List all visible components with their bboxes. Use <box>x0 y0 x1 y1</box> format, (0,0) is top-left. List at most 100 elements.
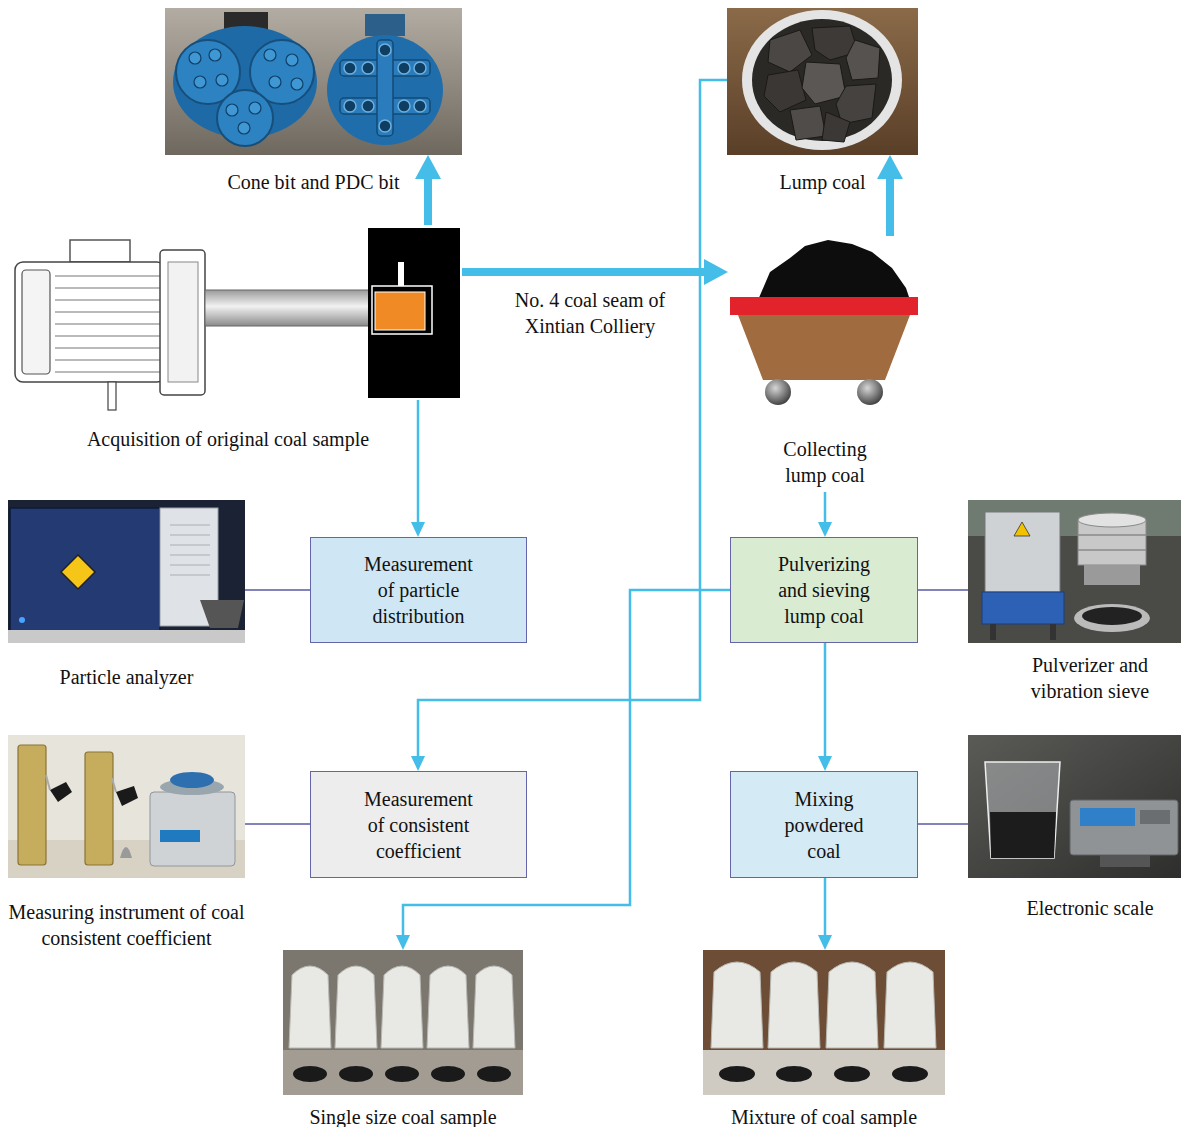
drilling-machine <box>55 275 160 276</box>
single-size-sample-photo <box>283 950 523 1095</box>
particle-analyzer-photo <box>170 574 210 575</box>
drill-bit-photo <box>217 90 273 146</box>
pulverizer-photo <box>990 624 996 640</box>
single-size-sample-photo <box>293 1066 511 1082</box>
photo-caption: Pulverizer and vibration sieve <box>1015 652 1165 704</box>
single-size-sample-photo <box>477 1066 511 1082</box>
drill-bit-photo <box>194 76 206 88</box>
measuring-instrument-photo <box>112 778 116 792</box>
single-size-sample-photo <box>381 966 423 1048</box>
drilling-machine <box>55 299 160 300</box>
lump-coal-photo <box>727 8 918 155</box>
box-label: Measurement of consistent coefficient <box>359 786 479 864</box>
coal-cart <box>738 315 910 380</box>
box-label: Mixing powdered coal <box>774 786 874 864</box>
flow-arrow <box>411 400 425 537</box>
electronic-scale-photo <box>1140 810 1170 824</box>
drill-bit-photo <box>377 40 393 136</box>
drilling-machine <box>22 270 50 374</box>
particle-analyzer-photo <box>170 534 210 535</box>
mixture-sample-photo <box>776 1066 812 1082</box>
drill-bit-photo <box>398 100 410 112</box>
lump-coal-photo <box>727 8 918 155</box>
arrow-head <box>415 155 441 179</box>
arrow-head <box>704 259 728 285</box>
photo-caption: Single size coal sample <box>283 1104 523 1127</box>
single-size-sample-photo <box>289 966 515 1048</box>
electronic-scale-photo <box>1100 855 1150 867</box>
single-size-sample-photo <box>293 1066 327 1082</box>
arrow-head <box>877 155 903 179</box>
drill-bit-photo <box>379 44 391 56</box>
connector-line <box>886 177 894 236</box>
electronic-scale-photo <box>968 735 1181 878</box>
pulverizer-photo <box>1074 604 1150 632</box>
process-box: Measurement of particle distribution <box>310 537 527 643</box>
mixture-sample-photo <box>719 1066 755 1082</box>
pulverizer-photo <box>968 500 1181 643</box>
drilling-machine <box>15 262 165 382</box>
mixture-sample-photo <box>884 962 936 1048</box>
lump-coal-photo <box>846 40 880 80</box>
mixture-sample-photo <box>719 1066 928 1082</box>
drill-bit-photo <box>291 78 303 90</box>
particle-analyzer-photo <box>8 500 245 643</box>
arrow-head <box>411 522 425 537</box>
process-box: Mixing powdered coal <box>730 771 918 878</box>
photo-caption: Lump coal <box>727 169 918 195</box>
connector-line <box>424 177 432 225</box>
particle-analyzer-photo <box>61 555 95 589</box>
photo-caption: Acquisition of original coal sample <box>8 426 448 452</box>
drilling-machine <box>168 262 198 382</box>
electronic-scale-photo <box>968 735 1181 878</box>
pulverizer-photo <box>1078 549 1146 551</box>
lump-coal-photo <box>822 112 850 142</box>
drilling-machine <box>108 382 116 410</box>
particle-analyzer-photo <box>19 617 25 623</box>
photo-panel: Measuring instrument of coal consistent … <box>8 735 245 878</box>
flow-arrow <box>818 492 832 537</box>
drill-bit-photo <box>165 8 462 155</box>
connector-line <box>918 823 968 825</box>
lump-coal-photo <box>764 70 806 112</box>
photo-panel: Pulverizer and vibration sieve <box>968 500 1181 643</box>
coal-cart <box>765 379 791 405</box>
drilling-machine <box>55 347 160 348</box>
drill-bit-photo <box>398 62 410 74</box>
connector-line <box>918 589 968 591</box>
drilling-machine <box>55 287 160 288</box>
particle-analyzer-photo <box>170 554 210 555</box>
drilling-machine <box>55 335 160 336</box>
single-size-sample-photo <box>427 966 469 1048</box>
measuring-instrument-photo <box>85 752 113 865</box>
photo-panel: Electronic scale <box>968 735 1181 878</box>
drilling-machine <box>70 240 130 262</box>
drill-bit-photo <box>209 49 221 61</box>
figure-panel: Collecting lump coal <box>728 236 922 492</box>
drilling-machine <box>55 311 160 312</box>
particle-analyzer-photo <box>170 564 210 565</box>
coal-cart <box>758 240 910 300</box>
pulverizer-photo <box>985 512 1060 592</box>
pulverizer-photo <box>982 592 1064 624</box>
connector-line <box>417 400 420 524</box>
flow-arrow <box>818 878 832 950</box>
connector-line <box>418 80 727 758</box>
lump-coal-photo <box>764 26 880 142</box>
single-size-sample-photo <box>431 1066 465 1082</box>
flow-arrow <box>415 155 441 225</box>
arrow-head <box>396 935 410 950</box>
mixture-sample-photo <box>703 950 945 1095</box>
link-line <box>245 590 310 591</box>
drill-bit-photo <box>414 62 426 74</box>
drill-bit-photo <box>249 102 261 114</box>
pulverizer-photo <box>1078 534 1146 536</box>
measuring-instrument-photo <box>8 735 245 878</box>
connector-line <box>824 878 827 937</box>
drill-bit-photo <box>362 62 374 74</box>
arrow-head <box>818 756 832 771</box>
measuring-instrument-photo <box>120 847 132 858</box>
photo-panel: Mixture of coal sample <box>703 950 945 1095</box>
measuring-instrument-photo <box>8 735 245 878</box>
